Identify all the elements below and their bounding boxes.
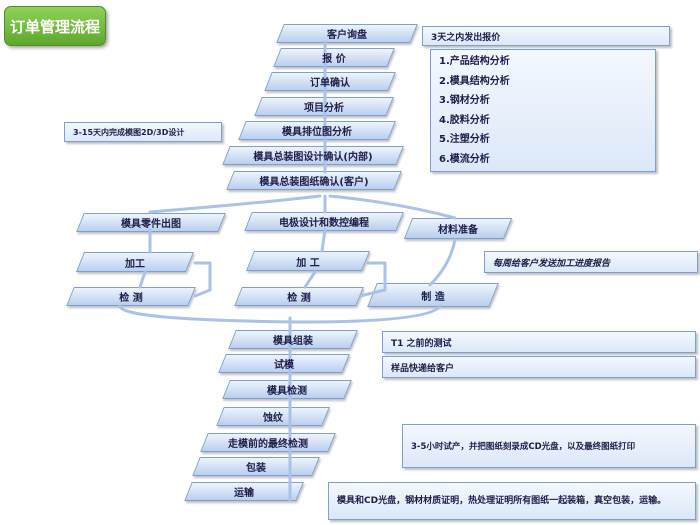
step-final-inspect-label: 走模前的最终检测	[228, 439, 308, 450]
step-inspect-left: 检 测	[70, 287, 192, 306]
step-mold-assembly-label: 模具组装	[273, 336, 313, 347]
step-assembly-design: 模具总装图设计确认(内部)	[226, 146, 400, 165]
note-design-3-15days: 3-15天内完成模图2D/3D设计	[64, 122, 222, 142]
note-design-3-15days-text: 3-15天内完成模图2D/3D设计	[73, 127, 185, 137]
step-mold-inspect: 模具检测	[226, 380, 348, 399]
analysis-item-5: 5.注塑分析	[439, 134, 490, 145]
analysis-list: 1.产品结构分析 2.模具结构分析 3.钢材分析 4.胶料分析 5.注塑分析 6…	[430, 49, 656, 172]
connector-left-loop	[193, 261, 212, 298]
step-layout-analysis-label: 模具排位图分析	[282, 127, 352, 138]
note-trial-3-5h: 3-5小时试产，并把图纸刻录成CD光盘，以及最终图纸打印	[402, 424, 696, 468]
step-electrode-design-label: 电极设计和数控编程	[279, 218, 369, 229]
step-trial: 试模	[222, 354, 346, 373]
analysis-item-2: 2.模具结构分析	[439, 75, 510, 87]
step-mold-assembly: 模具组装	[232, 330, 354, 349]
step-order-confirm-label: 订单确认	[310, 78, 350, 89]
note-trial-3-5h-text: 3-5小时试产，并把图纸刻录成CD光盘，以及最终图纸打印	[411, 442, 636, 452]
step-trial-label: 试模	[274, 360, 294, 371]
step-inspect-left-label: 检 测	[119, 293, 143, 304]
step-texture-label: 蚀纹	[263, 413, 283, 424]
connector-right-1	[428, 238, 457, 287]
analysis-item-3: 3.钢材分析	[439, 95, 490, 106]
note-ship-docs: 模具和CD光盘，钢材材质证明，热处理证明所有图纸一起装箱，真空包装，运输。	[328, 482, 696, 520]
step-assembly-design-label: 模具总装图设计确认(内部)	[253, 152, 373, 163]
step-machining-left: 加工	[80, 252, 190, 272]
analysis-item-1: 1.产品结构分析	[439, 56, 510, 67]
step-shipping-label: 运输	[234, 488, 254, 499]
note-sample-express: 样品快递给客户	[382, 356, 696, 378]
step-quote: 报 价	[277, 48, 391, 67]
step-parts-drawing-label: 模具零件出图	[121, 219, 181, 230]
note-t1-test-text: T1 之前的测试	[391, 338, 452, 349]
step-final-inspect: 走模前的最终检测	[204, 433, 332, 452]
step-project-analysis: 项目分析	[258, 97, 390, 116]
connector-mid-2	[303, 270, 317, 289]
step-drawing-confirm: 模具总装图纸确认(客户)	[230, 171, 398, 190]
analysis-item-4: 4.胶料分析	[439, 114, 490, 126]
step-project-analysis-label: 项目分析	[304, 103, 344, 114]
step-inquiry-label: 客户询盘	[327, 30, 367, 41]
step-machining-left-label: 加工	[125, 258, 145, 270]
note-ship-docs-text: 模具和CD光盘，钢材材质证明，热处理证明所有图纸一起装箱，真空包装，运输。	[337, 496, 667, 506]
note-quote-3days-text: 3天之内发出报价	[431, 32, 501, 43]
connector-branch-right	[328, 194, 457, 220]
step-layout-analysis: 模具排位图分析	[242, 121, 392, 140]
step-inquiry: 客户询盘	[280, 24, 414, 43]
step-manufacture-label: 制 造	[421, 291, 445, 303]
step-material-prep-label: 材料准备	[438, 225, 478, 236]
step-mold-inspect-label: 模具检测	[267, 386, 307, 397]
connector-left-2	[138, 270, 147, 289]
step-inspect-mid: 检 测	[238, 287, 360, 306]
step-manufacture: 制 造	[372, 283, 494, 307]
step-parts-drawing: 模具零件出图	[80, 213, 222, 232]
step-inspect-mid-label: 检 测	[287, 293, 311, 304]
connector-mid-1	[320, 228, 327, 253]
connector-merge	[118, 304, 442, 324]
step-machining-mid: 加 工	[250, 251, 366, 271]
note-weekly-report: 每周给客户发送加工进度报告	[484, 251, 698, 273]
page-title: 订单管理流程	[4, 6, 106, 46]
step-material-prep: 材料准备	[408, 218, 508, 239]
note-weekly-report-text: 每周给客户发送加工进度报告	[493, 258, 611, 269]
note-t1-test: T1 之前的测试	[382, 331, 696, 353]
note-quote-3days: 3天之内发出报价	[422, 26, 670, 46]
connector-branch-left	[148, 194, 322, 214]
step-order-confirm: 订单确认	[268, 72, 392, 91]
step-quote-label: 报 价	[322, 54, 346, 65]
step-texture: 蚀纹	[220, 407, 326, 426]
step-packing: 包装	[196, 457, 316, 476]
step-machining-mid-label: 加 工	[296, 257, 320, 269]
step-shipping: 运输	[188, 482, 300, 501]
analysis-item-6: 6.模流分析	[439, 153, 490, 165]
step-drawing-confirm-label: 模具总装图纸确认(客户)	[259, 177, 369, 188]
note-sample-express-text: 样品快递给客户	[391, 363, 455, 374]
step-electrode-design: 电极设计和数控编程	[248, 212, 400, 231]
step-packing-label: 包装	[246, 463, 266, 474]
